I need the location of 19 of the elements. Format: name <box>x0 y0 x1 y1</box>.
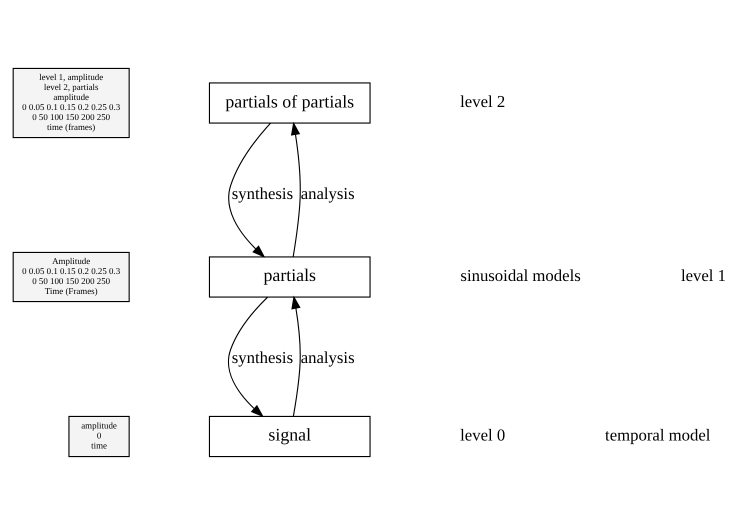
arrow <box>291 295 301 416</box>
arrow <box>290 122 301 257</box>
node-box: signal <box>208 416 371 458</box>
edge-label: analysis <box>300 348 355 367</box>
label: level 0 <box>460 425 506 444</box>
arrow <box>228 296 268 418</box>
node-box: partials <box>208 256 371 298</box>
node-box: level 1, amplitude level 2, partials amplitude 0 0.05 0.1 0.15 0.2 0.25 0.3 0 50 100 150 200 250 time (frames) <box>12 68 130 138</box>
edge-label: synthesis <box>232 184 294 203</box>
arrow <box>228 122 271 258</box>
label: sinusoidal models <box>460 266 581 285</box>
label: level 1 <box>680 266 726 285</box>
label: temporal model <box>605 425 710 444</box>
node-box: Amplitude 0 0.05 0.1 0.15 0.2 0.25 0.3 0 50 100 150 200 250 Time (Frames) <box>12 252 130 302</box>
node-box: amplitude 0 time <box>68 416 130 458</box>
label: level 2 <box>460 92 506 111</box>
edge-label: analysis <box>300 184 355 203</box>
node-box: partials of partials <box>208 82 371 124</box>
edge-label: synthesis <box>232 348 294 367</box>
